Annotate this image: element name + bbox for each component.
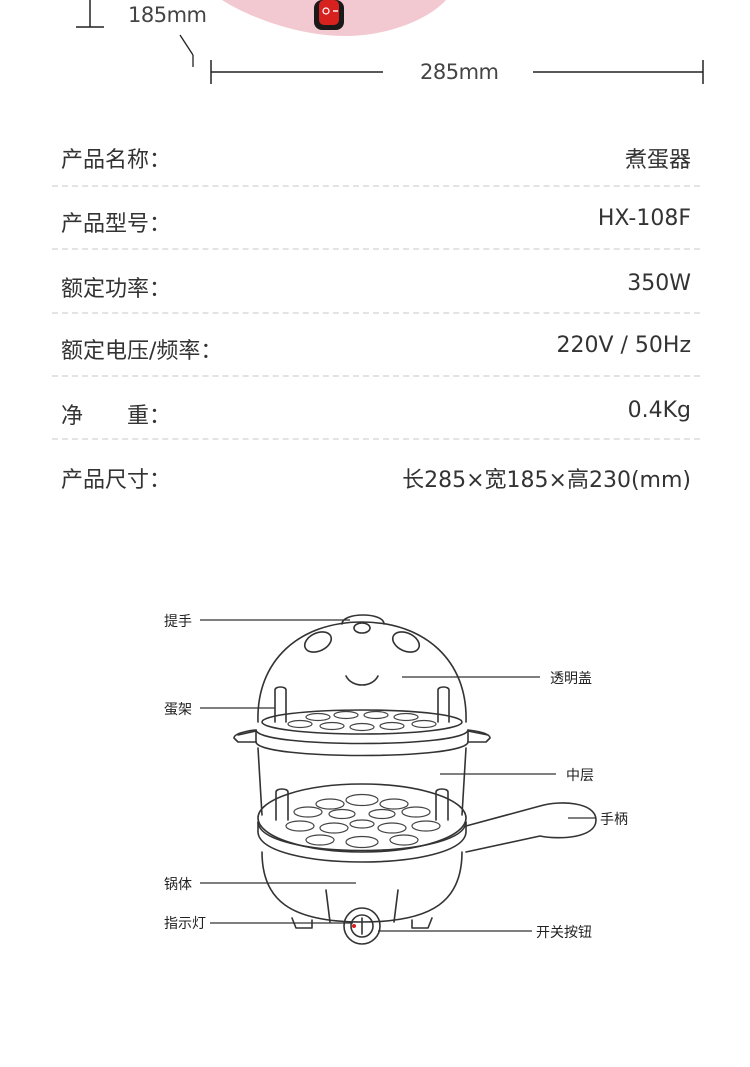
spec-label: 额定电压/频率：	[61, 339, 223, 364]
egg-cooker-diagram	[200, 614, 597, 945]
label-body: 锅体	[164, 877, 192, 893]
divider	[52, 375, 700, 377]
label-top-handle: 提手	[164, 614, 192, 630]
label-lid: 透明盖	[550, 671, 592, 687]
spec-value: 220V / 50Hz	[556, 333, 691, 358]
spec-label: 净 重：	[61, 404, 172, 429]
product-top-view	[76, 0, 704, 84]
spec-value: 煮蛋器	[624, 148, 691, 173]
spec-row-size: 产品尺寸： 长285×宽185×高230(mm)	[52, 452, 700, 510]
spec-row-power: 额定功率： 350W	[52, 261, 700, 319]
label-middle-layer: 中层	[566, 768, 594, 784]
indicator-light-icon	[352, 924, 356, 928]
spec-label: 产品尺寸：	[61, 468, 172, 493]
divider	[52, 312, 700, 314]
label-side-handle: 手柄	[600, 812, 628, 828]
spec-label: 额定功率：	[61, 277, 172, 302]
spec-value: 长285×宽185×高230(mm)	[402, 468, 691, 493]
spec-label: 产品名称：	[61, 148, 172, 173]
spec-label: 产品型号：	[61, 212, 172, 237]
divider	[52, 248, 700, 250]
spec-value: HX-108F	[597, 206, 691, 231]
height-dimension-label: 185mm	[128, 3, 207, 27]
divider	[52, 185, 700, 187]
spec-value: 350W	[627, 271, 691, 296]
divider	[52, 438, 700, 440]
spec-row-weight: 净 重： 0.4Kg	[52, 388, 700, 446]
spec-row-model: 产品型号： HX-108F	[52, 196, 700, 254]
lid-knob-icon	[341, 614, 385, 625]
label-egg-rack: 蛋架	[164, 702, 192, 718]
width-dimension-label: 285mm	[420, 60, 499, 84]
label-switch: 开关按钮	[536, 925, 592, 941]
spec-row-product-name: 产品名称： 煮蛋器	[52, 132, 700, 190]
label-indicator: 指示灯	[164, 916, 206, 932]
spec-value: 0.4Kg	[627, 398, 691, 423]
spec-row-voltage: 额定电压/频率： 220V / 50Hz	[52, 323, 700, 381]
